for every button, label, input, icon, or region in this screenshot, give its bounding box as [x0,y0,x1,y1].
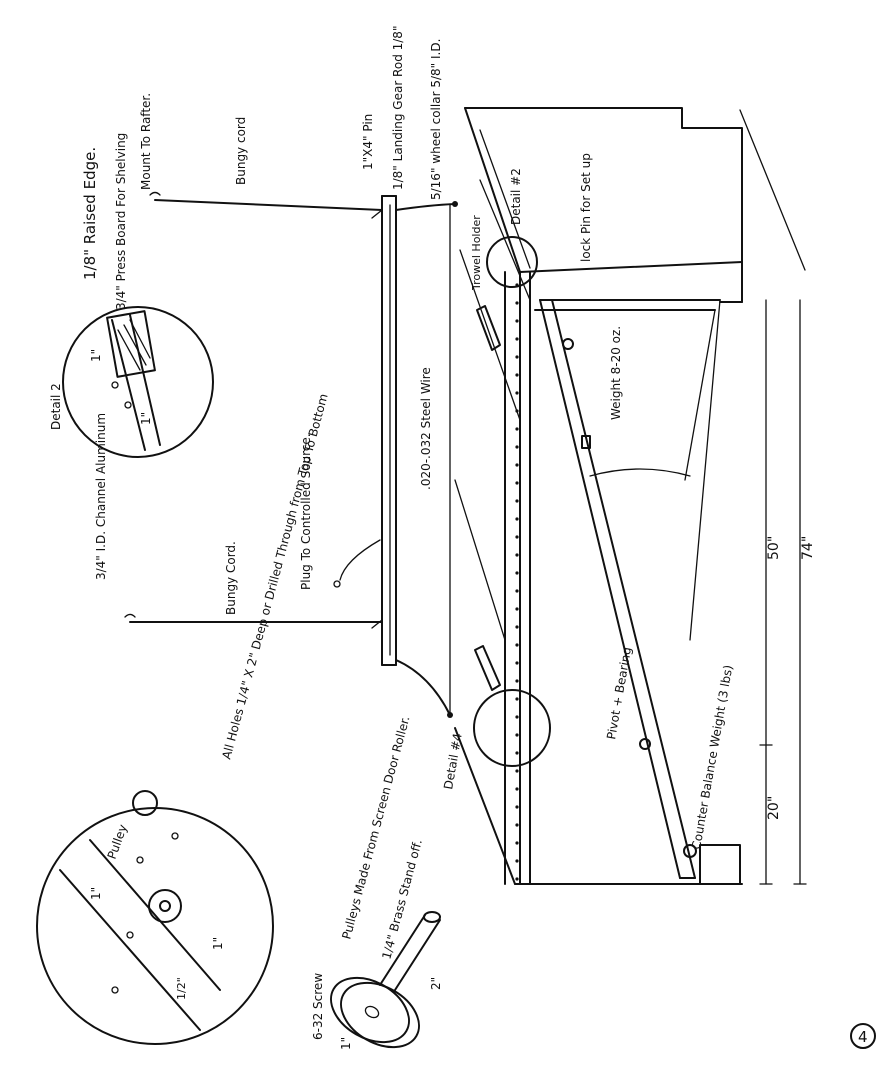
label-detail-2-top: Detail 2 [49,383,63,430]
label-dim-2: 2" [429,977,443,990]
rail-hole [515,805,519,809]
label-dim-74: 74" [800,536,816,560]
label-dim-1a: 1" [89,349,103,362]
rail-hole [515,733,519,737]
label-mount-to-rafter: Mount To Rafter. [139,93,153,190]
label-lock-pin: lock Pin for Set up [579,153,593,262]
label-dim-1e: 1" [339,1037,353,1050]
label-dim-1b: 1" [139,412,153,425]
detail-4-content [59,790,221,1031]
label-detail-2-ref: Detail #2 [509,168,523,225]
rail-hole [515,625,519,629]
rail-hole [515,823,519,827]
rail-hole [515,517,519,521]
rail-hole [515,589,519,593]
rail-hole [515,607,519,611]
bungy-cords [124,191,383,623]
label-weight: Weight 8-20 oz. [609,326,623,420]
label-dim-1d: 1" [211,937,225,950]
rail-hole [515,427,519,431]
label-dim-50: 50" [766,536,782,560]
label-dim-1c: 1" [89,887,103,900]
rail-hole [515,391,519,395]
rail-hole [515,697,519,701]
rail-hole [515,679,519,683]
rail-hole [515,409,519,413]
rail-holes [515,283,519,881]
label-screw: 6-32 Screw [311,973,325,1040]
shelf-board [371,195,458,718]
label-bungy-cord-top: Bungy cord [234,117,248,185]
rail-hole [515,661,519,665]
label-dim-half: 1/2" [175,977,188,1000]
rail-hole [515,337,519,341]
rail-hole [515,877,519,881]
label-trowel-holder: Trowel Holder [470,215,483,291]
dimension-lines [739,109,807,885]
rail-hole [515,571,519,575]
rail-hole [515,841,519,845]
label-wheel-collar: 5/16" wheel collar 5/8" I.D. [429,39,443,200]
page-number-badge: 4 [850,1023,876,1049]
detail-2-content [106,310,161,451]
rail-hole [515,535,519,539]
label-steel-wire: .020-.032 Steel Wire [419,367,433,490]
rail-hole [515,769,519,773]
rail-hole [515,499,519,503]
trowel-holders [474,305,501,691]
label-dim-20: 20" [766,796,782,820]
rail-hole [515,373,519,377]
label-pin: 1"X4" Pin [361,114,375,170]
rail-hole [515,859,519,863]
page-number: 4 [858,1028,868,1046]
rail-hole [515,553,519,557]
label-channel: 3/4" I.D. Channel Aluminum [94,413,108,580]
rail-hole [515,643,519,647]
cabinet-box [454,107,743,885]
rail-hole [515,301,519,305]
rail-hole [515,787,519,791]
prop-arm [534,299,721,879]
rail-hole [515,463,519,467]
label-press-board: 3/4" Press Board For Shelving [114,133,128,310]
rail-hole [515,715,519,719]
label-bungy-cord-mid: Bungy Cord. [224,541,238,615]
rail-hole [515,751,519,755]
rail-hole [515,445,519,449]
label-raised-edge: 1/8" Raised Edge. [81,147,99,280]
label-plug: Plug To Controlled Source. [299,433,313,590]
rail-hole [515,481,519,485]
pulley-assembly [330,911,441,1049]
rail-hole [515,319,519,323]
rail-hole [515,355,519,359]
label-landing-gear: 1/8" Landing Gear Rod 1/8" [391,26,405,190]
